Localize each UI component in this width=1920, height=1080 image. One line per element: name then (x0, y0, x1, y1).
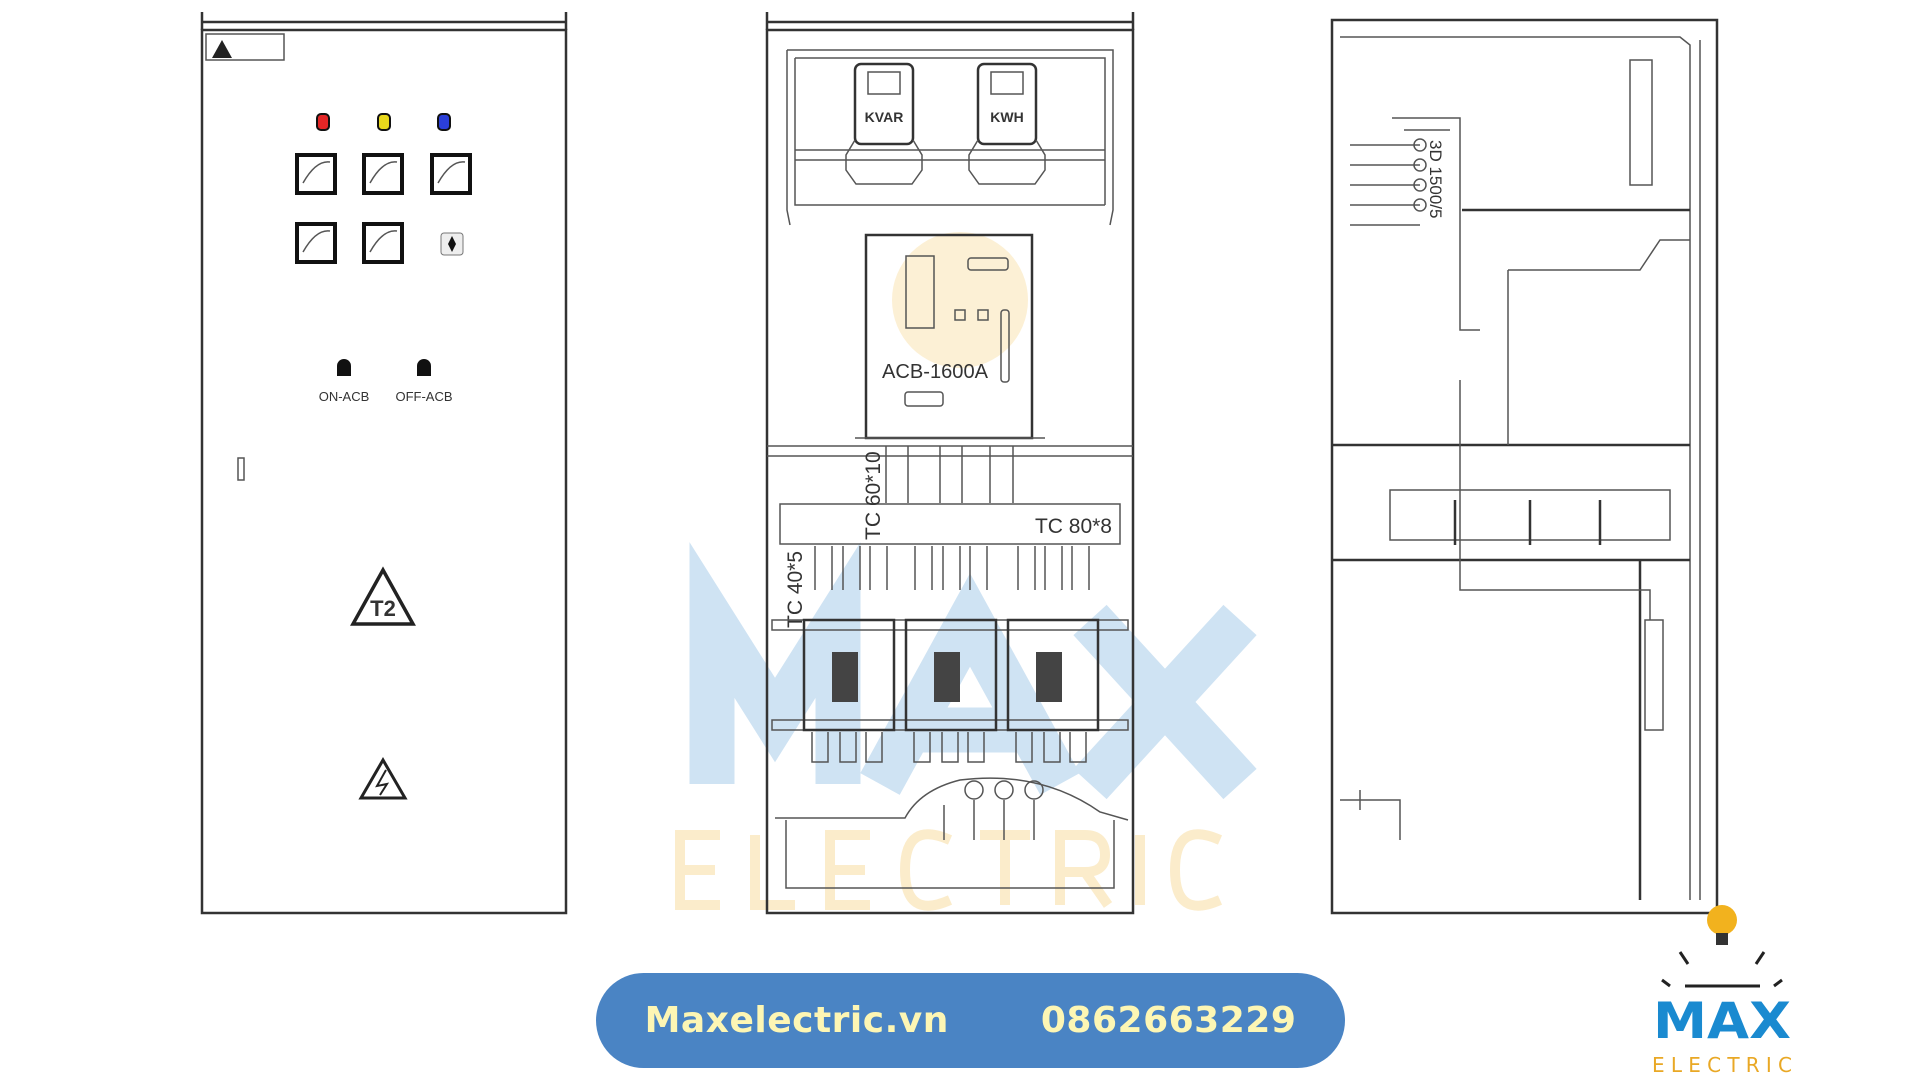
door-handle-icon (237, 457, 245, 481)
high-voltage-icon (358, 757, 408, 800)
mccb-breaker-1 (802, 618, 896, 732)
logo-max: MAX (1653, 992, 1791, 1050)
warning-sign-icon (212, 40, 232, 58)
contact-banner: Maxelectric.vn 0862663229 (596, 973, 1345, 1068)
warning-label: T2 (370, 596, 396, 621)
lamp-red (316, 113, 330, 131)
acb-label: ACB-1600A (882, 361, 989, 383)
ct-label: 3D 1500/5 (1426, 140, 1445, 218)
mccb-breaker-2 (904, 618, 998, 732)
panel-meters (295, 153, 472, 264)
acb-breaker: ACB-1600A (855, 233, 1045, 440)
voltmeter (295, 222, 337, 264)
main-busbar (779, 503, 1121, 545)
branch-busbar-label: TC 40*5 (784, 551, 807, 628)
frequency-meter (362, 222, 404, 264)
kwh-label: KWH (990, 109, 1023, 125)
warning-triangle-t2-icon (350, 566, 416, 626)
kvar-label: KVAR (865, 109, 904, 125)
phone-number[interactable]: 0862663229 (1040, 1000, 1297, 1041)
website-link[interactable]: Maxelectric.vn (644, 1000, 949, 1041)
vertical-busbar-label: TC 60*10 (862, 451, 885, 540)
indicator-lamps (316, 113, 451, 131)
lightbulb-icon (1707, 905, 1737, 945)
off-button-label: OFF-ACB (395, 389, 452, 404)
kwh-meter: KWH (968, 62, 1046, 185)
interior-cabinet: KVAR KWH ACB-1600A TC 80*8 TC 60*10 TC 4… (765, 12, 1135, 915)
lamp-blue (437, 113, 451, 131)
kvar-meter: KVAR (845, 62, 923, 185)
ammeter-1 (295, 153, 337, 195)
mccb-breaker-3 (1006, 618, 1100, 732)
side-view-cabinet: 3D 1500/5 (1330, 18, 1719, 915)
ammeter-3 (430, 153, 472, 195)
front-panel-cabinet: ON-ACB OFF-ACB T2 (200, 12, 568, 915)
ammeter-2 (362, 153, 404, 195)
brand-logo: MAX ELECTRIC (1652, 905, 1792, 1075)
on-button-icon (337, 359, 351, 376)
watermark-electric-lettering (675, 829, 1223, 911)
watermark-max-lettering (689, 542, 1257, 800)
main-busbar-label: TC 80*8 (1035, 515, 1112, 538)
on-button-label: ON-ACB (319, 389, 370, 404)
lamp-yellow (377, 113, 391, 131)
logo-electric: ELECTRIC (1652, 1053, 1792, 1075)
off-button-icon (417, 359, 431, 376)
